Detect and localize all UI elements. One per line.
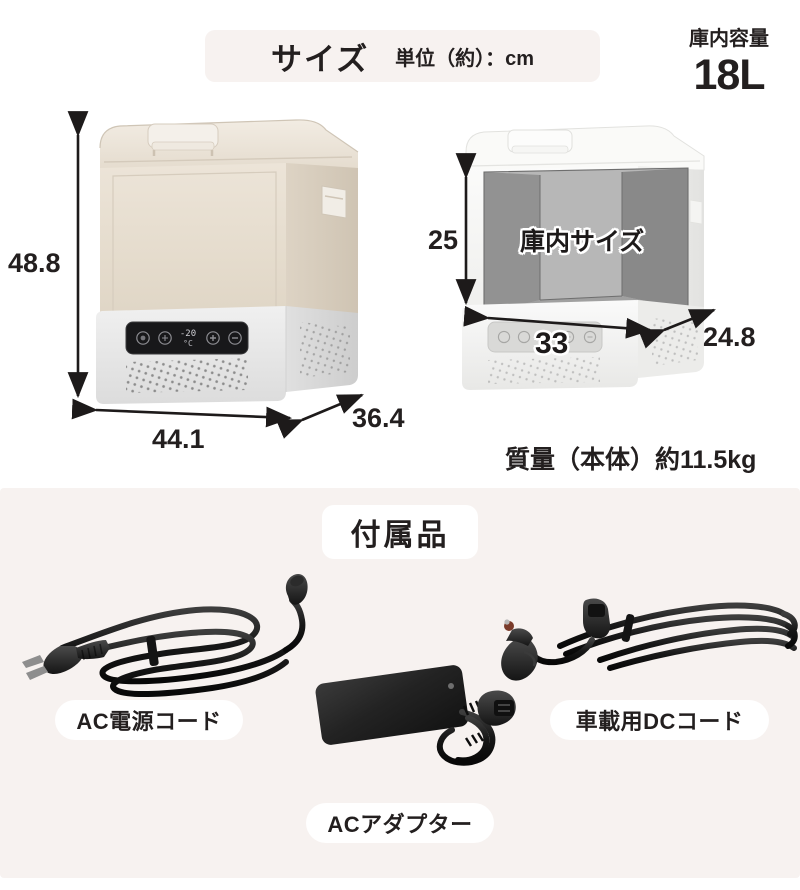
accessories-section-title: 付属品 xyxy=(350,519,450,552)
size-section-title: サイズ xyxy=(271,41,370,77)
svg-text:-20: -20 xyxy=(180,329,196,339)
capacity-block: 庫内容量 18L xyxy=(663,28,795,98)
exterior-height-label: 48.8 xyxy=(8,248,61,278)
interior-size-overlay-label: 庫内サイズ xyxy=(520,228,645,256)
exterior-depth-label: 36.4 xyxy=(352,403,405,433)
accessories-section-header: 付属品 xyxy=(322,505,478,559)
size-section-header: サイズ 単位（約）：cm xyxy=(205,30,600,82)
accessory-caption-ac-adapter: ACアダプター xyxy=(306,803,494,843)
exterior-width-label: 44.1 xyxy=(152,424,205,454)
capacity-value: 18L xyxy=(693,51,765,99)
size-section: サイズ 単位（約）：cm 庫内容量 18L xyxy=(8,28,795,474)
accessory-caption-dc-car-cord: 車載用DCコード xyxy=(550,700,769,740)
weight-note: 質量（本体）約11.5kg xyxy=(505,446,757,474)
size-unit-note: 単位（約）：cm xyxy=(395,47,534,70)
capacity-label: 庫内容量 xyxy=(689,28,769,50)
interior-depth-label: 24.8 xyxy=(703,322,756,352)
interior-width-label: 33 xyxy=(535,327,569,360)
accessory-caption-ac-power-cord: AC電源コード xyxy=(55,700,243,740)
interior-height-label: 25 xyxy=(428,225,459,255)
svg-text:°C: °C xyxy=(183,339,193,348)
